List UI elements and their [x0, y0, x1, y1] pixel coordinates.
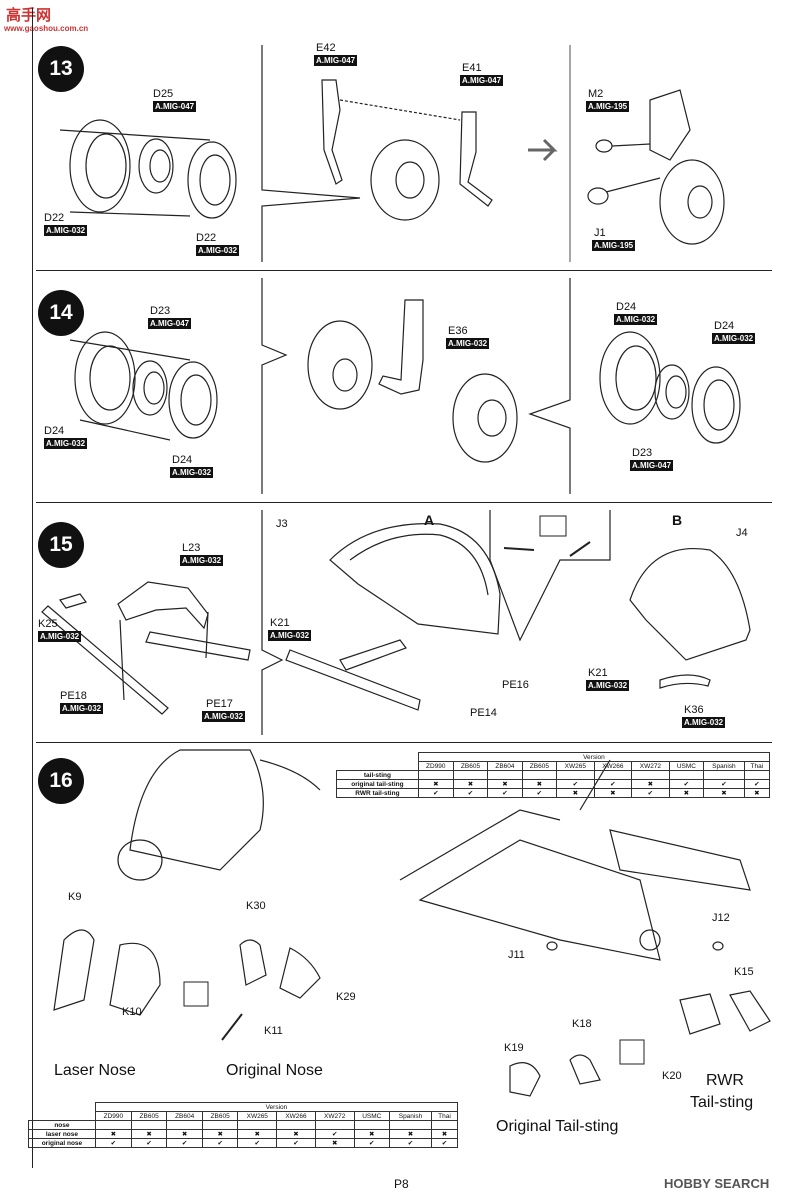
- part-label: D22: [196, 232, 217, 244]
- page-number: P8: [394, 1177, 409, 1191]
- part-label: J1: [594, 227, 606, 239]
- part-label: D25: [153, 88, 174, 100]
- original-tail-caption: Original Tail-sting: [496, 1118, 619, 1135]
- table-row: original tail-sting ✖✖✖✖✔ ✔✖✔✔✔: [336, 779, 771, 789]
- view-letter: B: [672, 512, 683, 528]
- watermark-url: www.gaoshou.com.cn: [4, 24, 89, 33]
- paint-tag: A.MIG-032: [202, 711, 246, 722]
- table-header: Version: [417, 752, 771, 762]
- paint-tag: A.MIG-047: [314, 55, 358, 66]
- paint-tag: A.MIG-032: [44, 225, 88, 236]
- paint-tag: A.MIG-047: [630, 460, 674, 471]
- part-label: J11: [508, 949, 525, 961]
- paint-tag: A.MIG-195: [586, 101, 630, 112]
- divider: [36, 270, 772, 271]
- part-label: K25: [38, 618, 58, 630]
- part-label: K15: [734, 966, 754, 978]
- paint-tag: A.MIG-047: [460, 75, 504, 86]
- table-row: RWR tail-sting ✔✔✔✔✖ ✖✔✖✖✖: [336, 788, 771, 798]
- paint-tag: A.MIG-032: [586, 680, 630, 691]
- part-label: K18: [572, 1018, 592, 1030]
- table-row: tail-sting: [336, 770, 771, 780]
- part-label: D24: [172, 454, 193, 466]
- rwr-caption: RWR: [706, 1072, 744, 1089]
- step-16-badge: 16: [38, 758, 84, 804]
- part-label: D23: [632, 447, 653, 459]
- view-letter: A: [424, 512, 435, 528]
- part-label: E36: [448, 325, 468, 337]
- paint-tag: A.MIG-032: [60, 703, 104, 714]
- paint-tag: A.MIG-032: [44, 438, 88, 449]
- part-label: J3: [276, 518, 288, 530]
- paint-tag: A.MIG-032: [180, 555, 224, 566]
- part-label: K36: [684, 704, 704, 716]
- part-label: E41: [462, 62, 482, 74]
- part-label: K29: [336, 991, 356, 1003]
- paint-tag: A.MIG-032: [196, 245, 240, 256]
- table-row: nose: [28, 1120, 459, 1130]
- part-label: L23: [182, 542, 201, 554]
- part-label: M2: [588, 88, 604, 100]
- part-label: PE14: [470, 707, 497, 719]
- part-label: PE16: [502, 679, 529, 691]
- step-14-badge: 14: [38, 290, 84, 336]
- part-label: D24: [714, 320, 735, 332]
- table-row: original nose ✔✔✔✔✔ ✔✖✔✔✔: [28, 1138, 459, 1148]
- part-label: D23: [150, 305, 171, 317]
- rwr-caption: Tail-sting: [690, 1094, 754, 1111]
- hobby-search-watermark: HOBBY SEARCH: [664, 1176, 770, 1191]
- paint-tag: A.MIG-032: [682, 717, 726, 728]
- part-label: K20: [662, 1070, 682, 1082]
- paint-tag: A.MIG-032: [712, 333, 756, 344]
- part-label: J12: [712, 912, 730, 924]
- part-label: K21: [588, 667, 608, 679]
- part-label: D24: [44, 425, 65, 437]
- part-label: J4: [736, 527, 748, 539]
- part-label: E42: [316, 42, 336, 54]
- divider: [36, 502, 772, 503]
- divider: [36, 742, 772, 743]
- part-label: K11: [264, 1025, 283, 1037]
- table-header: Version: [94, 1102, 459, 1112]
- paint-tag: A.MIG-047: [148, 318, 192, 329]
- paint-tag: A.MIG-047: [153, 101, 197, 112]
- part-label: PE17: [206, 698, 233, 710]
- paint-tag: A.MIG-032: [170, 467, 214, 478]
- step-13-badge: 13: [38, 46, 84, 92]
- laser-nose-caption: Laser Nose: [54, 1062, 136, 1079]
- part-label: PE18: [60, 690, 87, 702]
- step-15-badge: 15: [38, 522, 84, 568]
- part-label: D24: [616, 301, 637, 313]
- table-row: laser nose ✖✖✖✖✖ ✖✔✖✖✖: [28, 1129, 459, 1139]
- paint-tag: A.MIG-032: [38, 631, 82, 642]
- part-label: K9: [68, 891, 82, 903]
- original-nose-caption: Original Nose: [226, 1062, 323, 1079]
- paint-tag: A.MIG-032: [446, 338, 490, 349]
- paint-tag: A.MIG-032: [614, 314, 658, 325]
- part-label: K10: [122, 1006, 142, 1018]
- page-frame: [32, 8, 793, 1168]
- paint-tag: A.MIG-195: [592, 240, 636, 251]
- part-label: K21: [270, 617, 290, 629]
- paint-tag: A.MIG-032: [268, 630, 312, 641]
- part-label: K19: [504, 1042, 524, 1054]
- watermark-logo: 高手网: [6, 7, 52, 24]
- part-label: K30: [246, 900, 266, 912]
- part-label: D22: [44, 212, 65, 224]
